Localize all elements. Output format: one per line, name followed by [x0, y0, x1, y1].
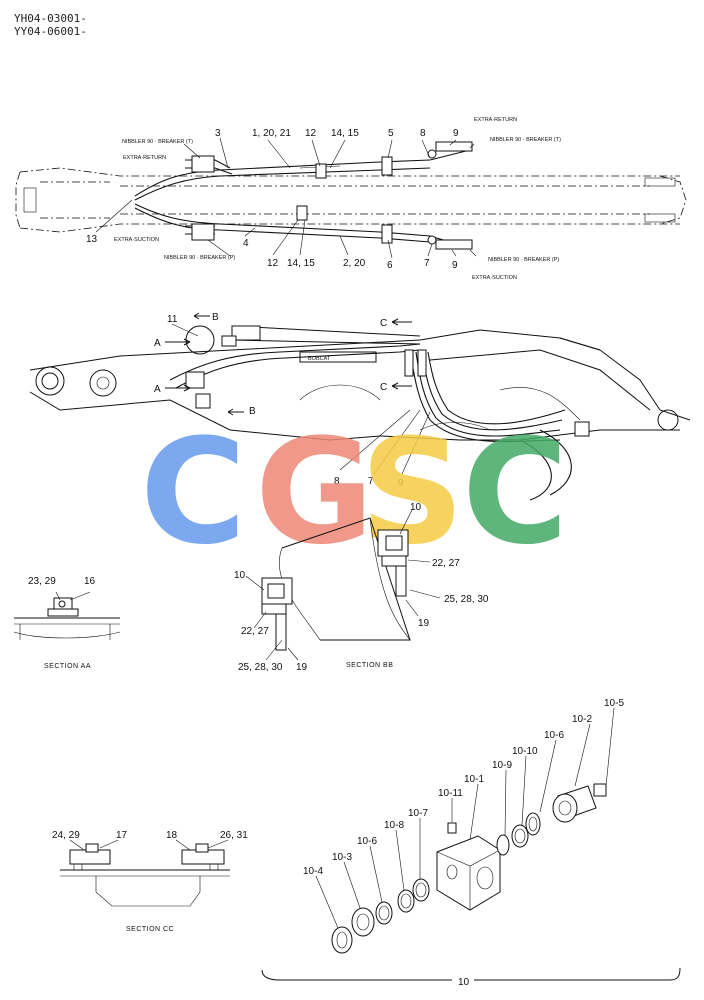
boom-decal: BOBCAT — [308, 356, 331, 362]
callout-10-3: 10-3 — [332, 852, 352, 863]
note-extra-return-right: EXTRA·RETURN — [474, 117, 517, 123]
cgsc-watermark: C G S C — [140, 408, 568, 577]
callout-12-top: 12 — [305, 128, 317, 139]
callout-10-7: 10-7 — [408, 808, 428, 819]
callout-26-31: 26, 31 — [220, 830, 248, 841]
note-nibbler-breaker-t-left: NIBBLER 90 · BREAKER (T) — [122, 139, 193, 145]
callout-13: 13 — [86, 234, 98, 245]
callout-10-bb-left: 10 — [234, 570, 246, 581]
callout-19-bb-right: 19 — [418, 618, 430, 629]
note-extra-return-left: EXTRA·RETURN — [123, 155, 166, 161]
callout-10-2: 10-2 — [572, 714, 592, 725]
callout-10-11: 10-11 — [438, 788, 463, 799]
callout-10-6-right: 10-6 — [544, 730, 564, 741]
callout-14-15-bottom: 14, 15 — [287, 258, 315, 269]
callout-23-29: 23, 29 — [28, 576, 56, 587]
callout-6: 6 — [387, 260, 393, 271]
side-view-drawing: BOBCAT — [29, 312, 691, 501]
callout-22-27-bb-left: 22, 27 — [241, 626, 269, 637]
callout-1-20-21: 1, 20, 21 — [252, 128, 291, 139]
section-aa-title: SECTION AA — [44, 663, 91, 670]
callout-10-8: 10-8 — [384, 820, 404, 831]
section-bb-title: SECTION BB — [346, 662, 393, 669]
note-nibbler-breaker-p-left: NIBBLER 90 · BREAKER (P) — [164, 255, 235, 261]
section-marker-b-bottom: B — [249, 406, 256, 417]
watermark-letter-g: G — [255, 408, 374, 577]
callout-10-4: 10-4 — [303, 866, 323, 877]
section-marker-a-top: A — [154, 338, 161, 349]
callout-8-side: 8 — [334, 476, 340, 487]
section-aa-drawing — [13, 591, 121, 640]
watermark-letter-s: S — [360, 408, 464, 577]
exploded-view-drawing — [261, 707, 681, 981]
callout-9-bottom: 9 — [452, 260, 458, 271]
note-extra-suction-right: EXTRA·SUCTION — [472, 275, 517, 281]
note-extra-suction-left: EXTRA·SUCTION — [114, 237, 159, 243]
callout-10-1: 10-1 — [464, 774, 484, 785]
callout-5: 5 — [388, 128, 394, 139]
callout-10-6-left: 10-6 — [357, 836, 377, 847]
note-nibbler-breaker-t-right: NIBBLER 90 · BREAKER (T) — [490, 137, 561, 143]
serial-range-2: YY04-06001- — [14, 25, 87, 38]
top-view-drawing — [15, 137, 687, 259]
callout-22-27-bb-right: 22, 27 — [432, 558, 460, 569]
callout-7-top-view: 7 — [424, 258, 430, 269]
group-label-bg — [452, 972, 474, 988]
callout-10-5: 10-5 — [604, 698, 624, 709]
callout-8: 8 — [420, 128, 426, 139]
callout-16: 16 — [84, 576, 96, 587]
callout-25-28-30-bb-left: 25, 28, 30 — [238, 662, 283, 673]
section-marker-c-bottom: C — [380, 382, 387, 393]
serial-range-1: YH04-03001- — [14, 12, 87, 25]
callout-14-15-top: 14, 15 — [331, 128, 359, 139]
callout-10-9: 10-9 — [492, 760, 512, 771]
callout-10-10: 10-10 — [512, 746, 538, 757]
callout-9-side: 9 — [398, 478, 404, 489]
watermark-letter-c2: C — [462, 408, 568, 577]
callout-3: 3 — [215, 128, 221, 139]
callout-19-bb-left: 19 — [296, 662, 308, 673]
callout-9-top: 9 — [453, 128, 459, 139]
section-marker-c-top: C — [380, 318, 387, 329]
callout-10-group: 10 — [458, 977, 470, 988]
callout-10-bb-right: 10 — [410, 502, 422, 513]
section-cc-title: SECTION CC — [126, 926, 174, 933]
callout-2-20: 2, 20 — [343, 258, 366, 269]
callout-24-29: 24, 29 — [52, 830, 80, 841]
callout-4: 4 — [243, 238, 249, 249]
callout-17: 17 — [116, 830, 128, 841]
section-marker-b-top: B — [212, 312, 219, 323]
callout-7-side: 7 — [368, 476, 374, 487]
callout-25-28-30-bb-right: 25, 28, 30 — [444, 594, 489, 605]
callout-11: 11 — [167, 314, 178, 325]
section-bb-drawing — [245, 509, 441, 661]
callout-18: 18 — [166, 830, 178, 841]
watermark-letter-c1: C — [140, 408, 246, 577]
section-cc-drawing — [60, 839, 230, 907]
section-marker-a-bottom: A — [154, 384, 161, 395]
note-nibbler-breaker-p-right: NIBBLER 90 · BREAKER (P) — [488, 257, 559, 263]
callout-12-bottom: 12 — [267, 258, 279, 269]
